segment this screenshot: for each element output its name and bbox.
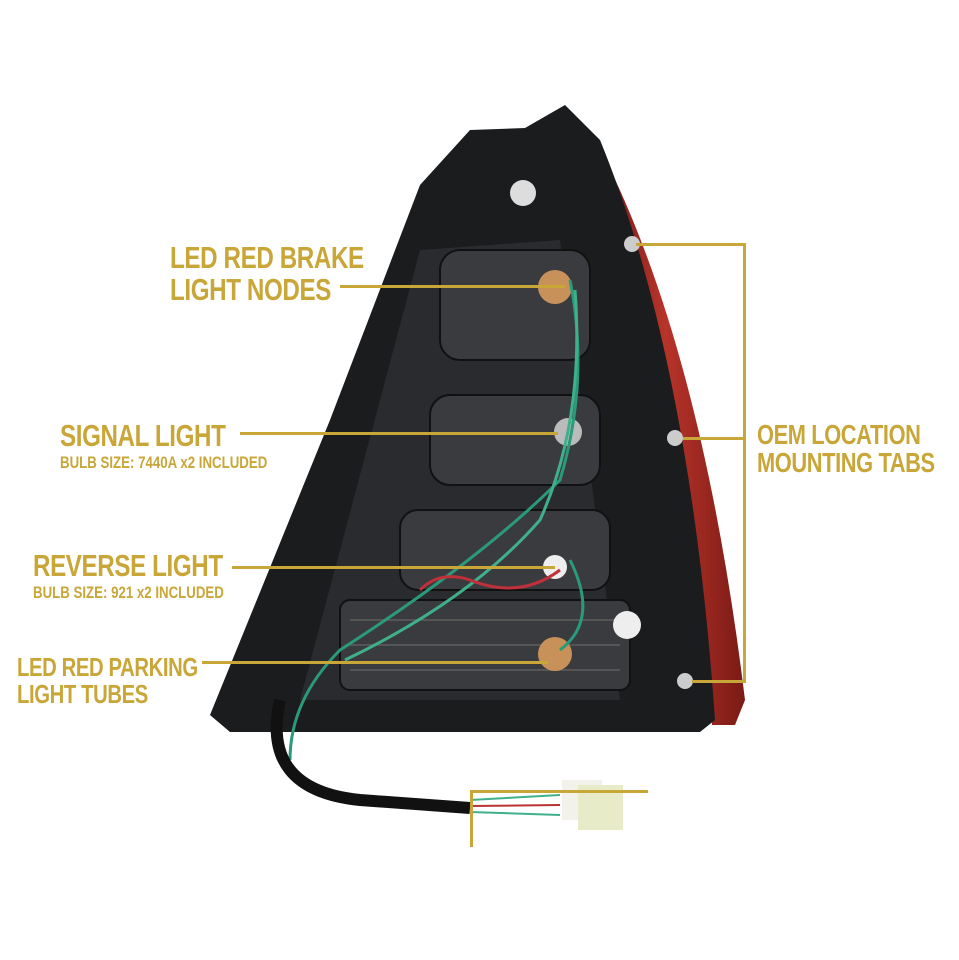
reverse-leader-line <box>232 566 555 569</box>
parking-label-line1: LED RED PARKING <box>17 652 198 682</box>
brake-leader-line <box>340 285 565 288</box>
wiring-harness <box>288 279 585 761</box>
signal-title: SIGNAL LIGHT <box>60 418 226 453</box>
signal-leader-line <box>240 432 558 435</box>
brake-label: LED RED BRAKE LIGHT NODES <box>170 242 364 305</box>
mounting-label: OEM LOCATION MOUNTING TABS <box>757 421 935 477</box>
connector-bracket-side <box>470 790 473 847</box>
parking-label: LED RED PARKING LIGHT TUBES <box>17 654 198 707</box>
reverse-title: REVERSE LIGHT <box>33 548 223 583</box>
parking-label-line2: LIGHT TUBES <box>17 679 148 709</box>
reverse-label: REVERSE LIGHT BULB SIZE: 921 x2 INCLUDED <box>33 550 224 601</box>
reverse-bulb-socket <box>543 555 567 579</box>
harness-cable <box>270 698 471 814</box>
connector-bracket-top <box>470 790 648 793</box>
mounting-leader-top <box>636 243 745 246</box>
brake-label-line2: LIGHT NODES <box>170 272 331 307</box>
reverse-bulb-size: BULB SIZE: 921 x2 INCLUDED <box>33 583 224 602</box>
lens-strip <box>585 130 745 725</box>
parking-leader-line <box>202 661 548 664</box>
mounting-leader-mid <box>683 437 745 440</box>
mounting-leader-bottom <box>692 680 745 683</box>
signal-label: SIGNAL LIGHT BULB SIZE: 7440A x2 INCLUDE… <box>60 420 267 471</box>
signal-bulb-size: BULB SIZE: 7440A x2 INCLUDED <box>60 453 268 472</box>
mounting-tabs <box>624 236 693 689</box>
brake-label-line1: LED RED BRAKE <box>170 240 364 275</box>
mounting-bracket <box>743 243 746 683</box>
mounting-label-line1: OEM LOCATION <box>757 419 921 450</box>
mounting-label-line2: MOUNTING TABS <box>757 447 935 478</box>
